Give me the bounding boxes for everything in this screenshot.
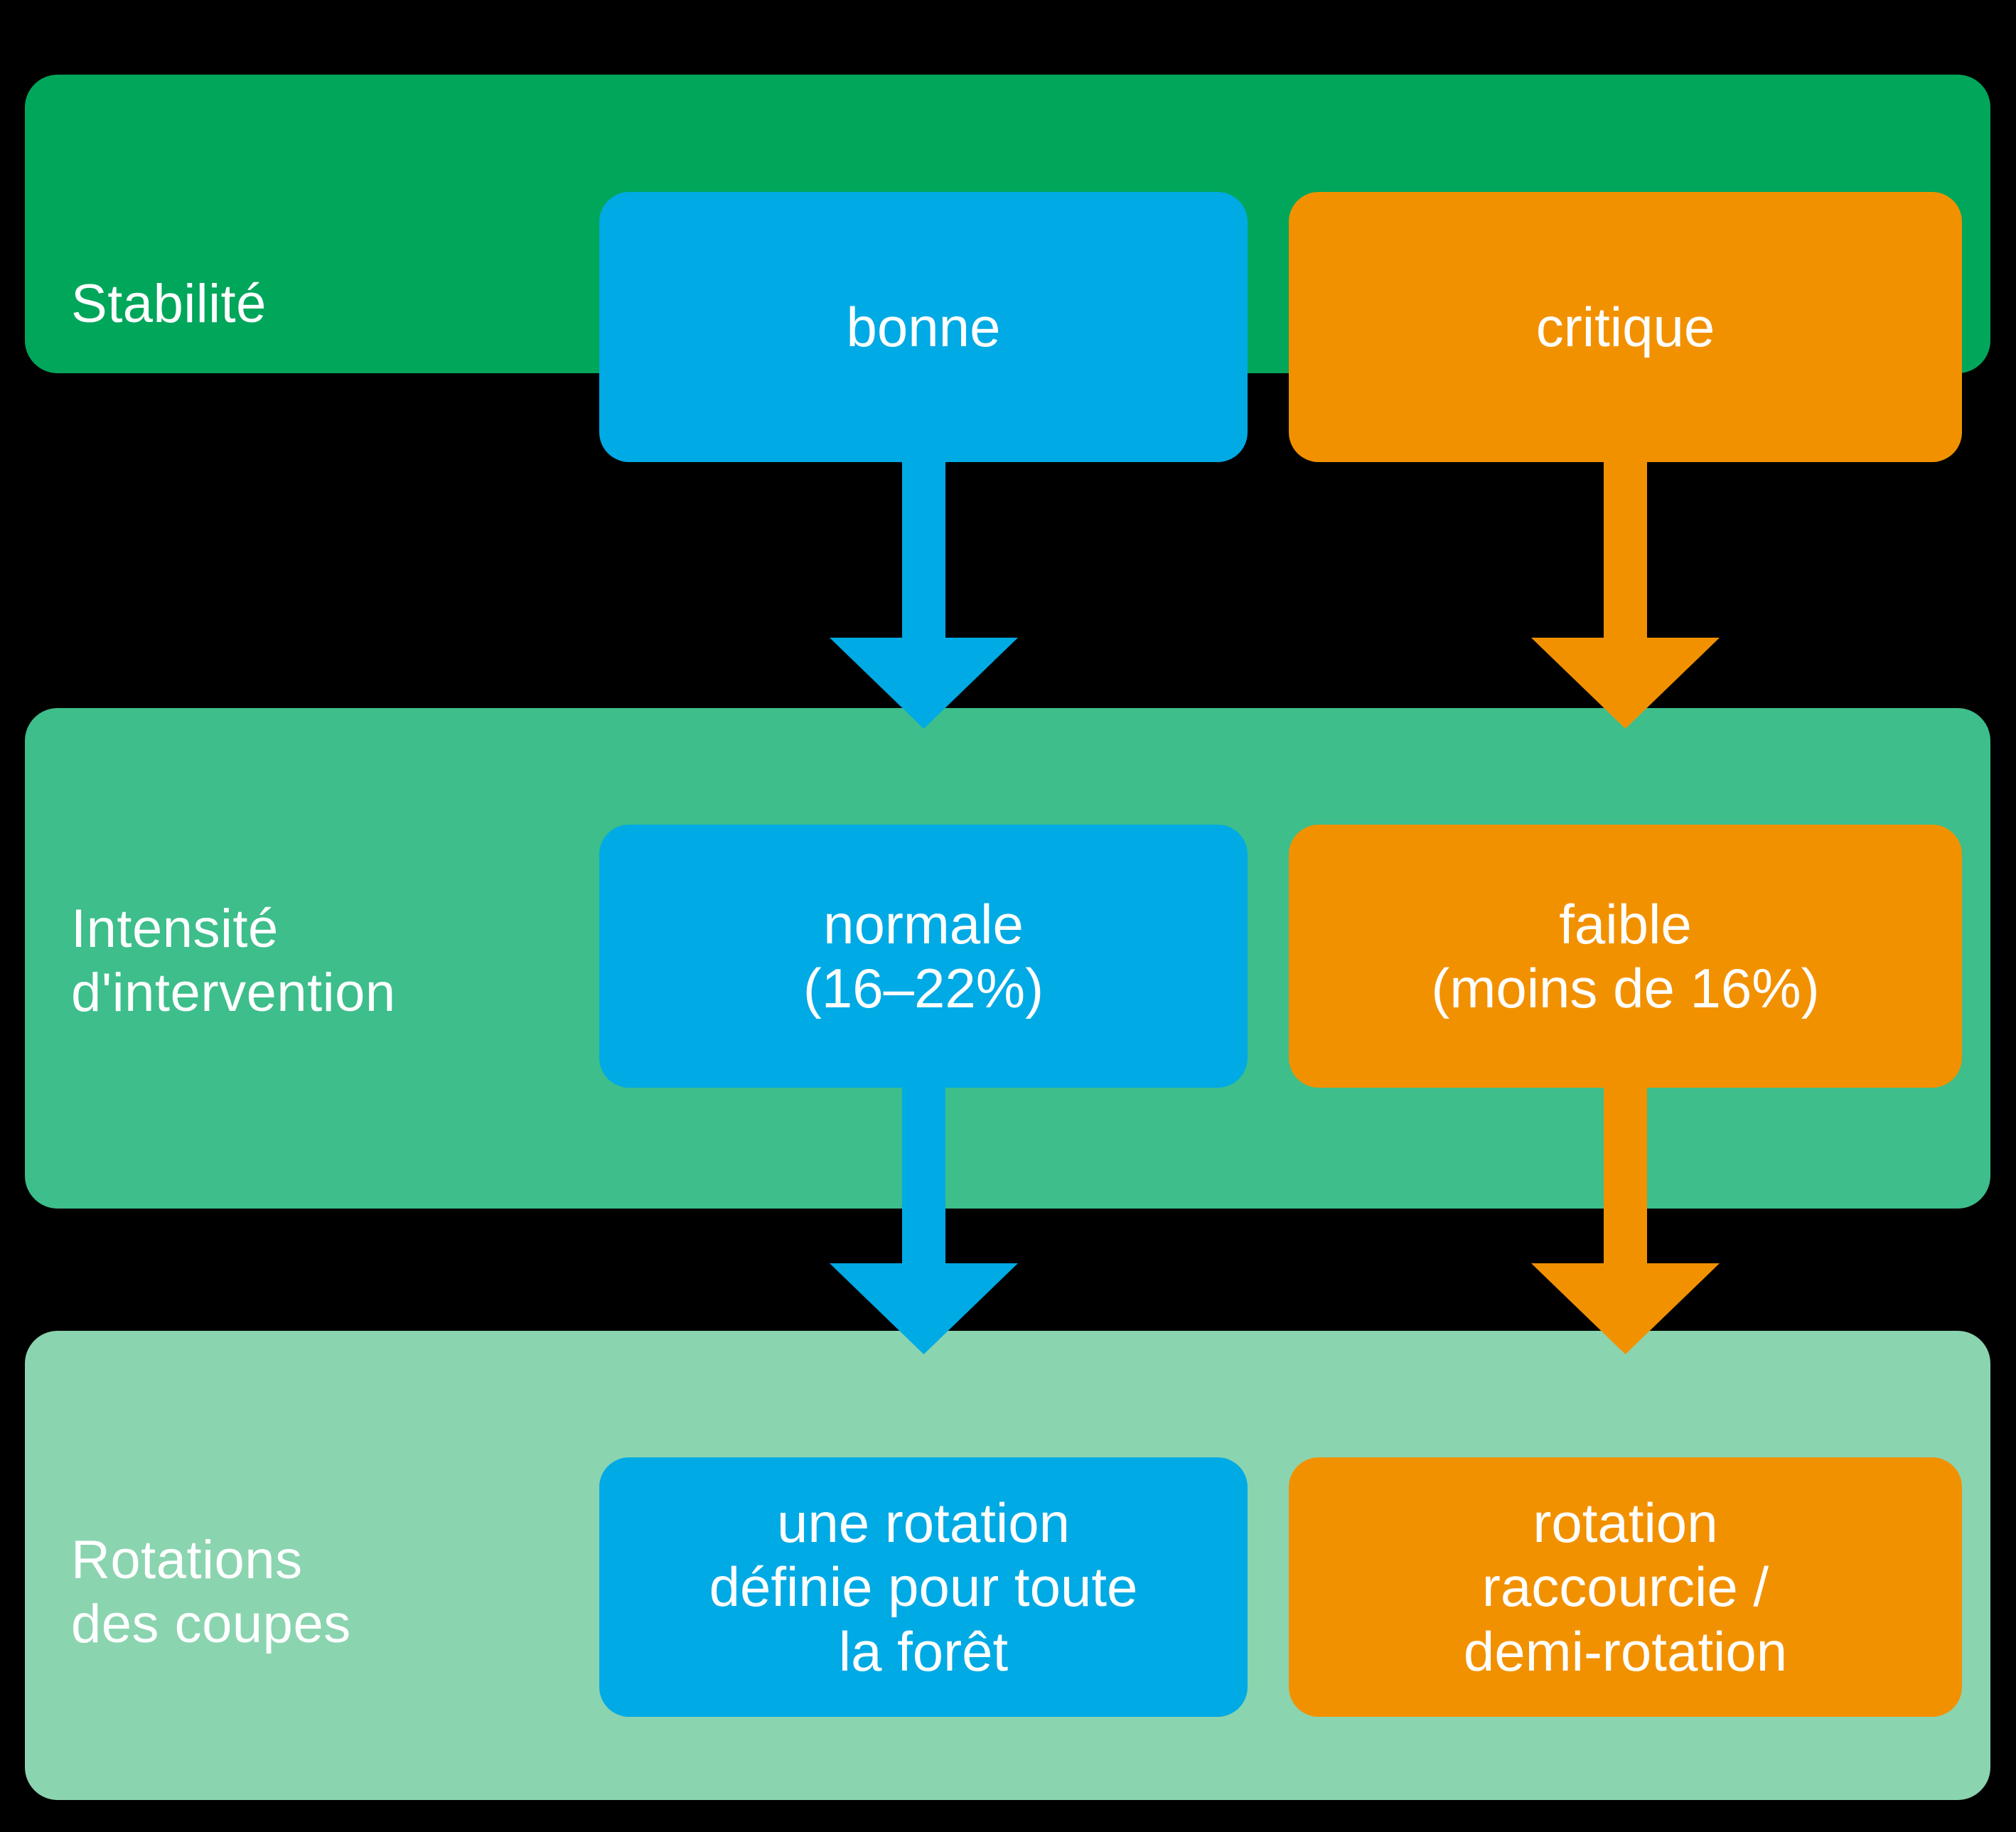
arrow-down-bonne-to-normale	[830, 441, 1018, 729]
row-label-rotations-des-coupes: Rotations des coupes	[71, 1530, 351, 1654]
arrow-down-critique-to-faible	[1531, 441, 1720, 729]
node-stabilite-bonne[interactable]: bonne	[599, 192, 1248, 462]
arrow-down-faible-to-rotation-raccourcie	[1531, 1070, 1720, 1354]
node-stabilite-critique[interactable]: critique	[1289, 192, 1962, 462]
arrow-down-normale-to-rotation-definie	[830, 1070, 1018, 1354]
row-label-stabilite: Stabilité	[71, 274, 267, 334]
node-intensite-normale[interactable]: normale (16–22%)	[599, 825, 1248, 1088]
node-rotation-raccourcie-demi[interactable]: rotation raccourcie / demi-rotation	[1289, 1457, 1962, 1717]
row-label-intensite-intervention: Intensité d'intervention	[71, 899, 396, 1023]
node-rotation-definie-foret[interactable]: une rotation définie pour toute la forêt	[599, 1457, 1248, 1717]
node-intensite-faible[interactable]: faible (moins de 16%)	[1289, 825, 1962, 1088]
